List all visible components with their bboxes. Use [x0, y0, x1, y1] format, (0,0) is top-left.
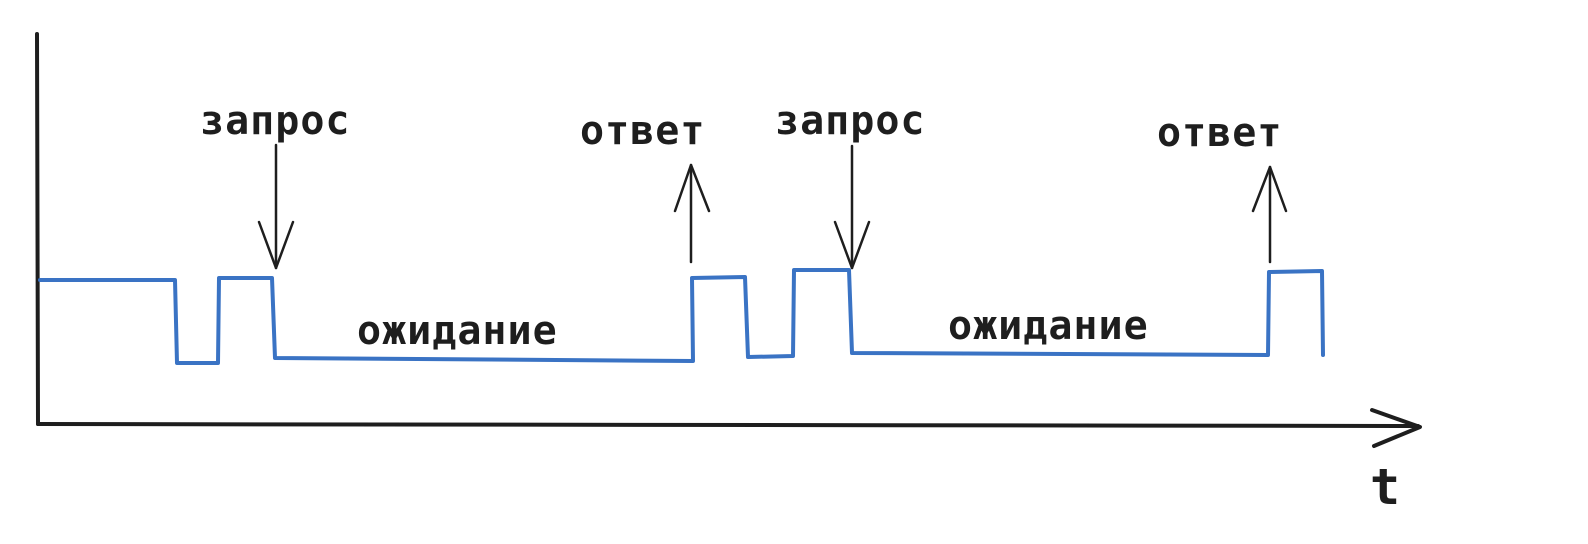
response-arrow-2: [1251, 165, 1288, 264]
axes: [35, 32, 1422, 448]
waiting-label-1: ожидание: [357, 308, 558, 354]
arrows: [257, 143, 1288, 270]
request-label-1: запрос: [200, 98, 351, 144]
response-label-1: ответ: [580, 108, 705, 154]
request-arrow-1: [257, 143, 295, 270]
y-axis: [35, 32, 40, 426]
time-axis-label: t: [1370, 458, 1400, 516]
response-label-2: ответ: [1157, 110, 1282, 156]
request-arrow-2: [833, 144, 871, 270]
waiting-label-2: ожидание: [948, 303, 1149, 349]
x-axis-arrowhead: [1370, 408, 1422, 448]
signal-waveform: [38, 268, 1325, 365]
request-label-2: запрос: [775, 98, 926, 144]
x-axis: [36, 422, 1420, 428]
response-arrow-1: [673, 163, 711, 264]
